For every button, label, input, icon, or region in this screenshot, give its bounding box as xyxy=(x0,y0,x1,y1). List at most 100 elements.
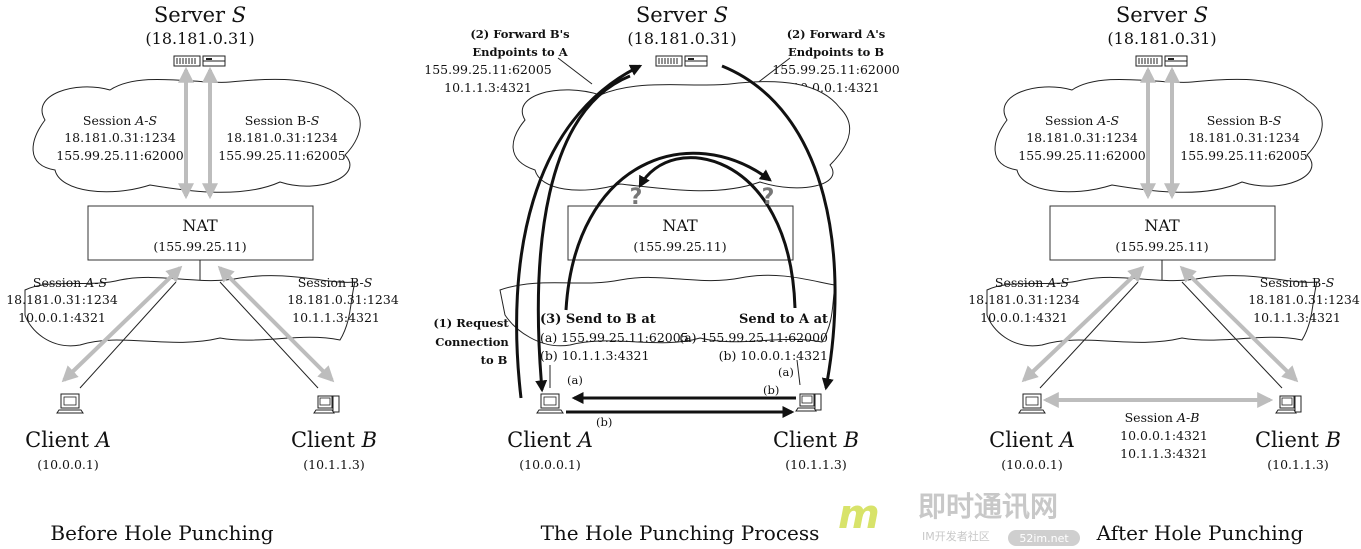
session-ab-endpoint: 10.1.1.3:4321 xyxy=(1120,446,1208,461)
watermark-badge-text: 52im.net xyxy=(1019,532,1069,545)
mark-label: (a) xyxy=(567,373,583,387)
nat-ip: (155.99.25.11) xyxy=(633,239,726,254)
forward-b-endpoint: 155.99.25.11:62005 xyxy=(424,62,551,77)
client-b-ip: (10.1.1.3) xyxy=(785,457,846,472)
send-a-title: Send to A at xyxy=(739,312,828,327)
forward-to-a-arrow xyxy=(535,74,631,393)
session-as-title: Session A-S xyxy=(83,113,157,128)
nat-title: NAT xyxy=(662,216,698,235)
lower-as-endpoint: 18.181.0.31:1234 xyxy=(6,292,118,307)
lower-bs-endpoint: 18.181.0.31:1234 xyxy=(287,292,399,307)
mark-label: (b) xyxy=(596,415,612,429)
send-a-endpoint: (b) 10.0.0.1:4321 xyxy=(719,348,828,363)
forward-b-leader xyxy=(557,57,593,85)
lower-bs-endpoint: 18.181.0.31:1234 xyxy=(1248,292,1360,307)
client-b-ip: (10.1.1.3) xyxy=(303,457,364,472)
lower-bs-endpoint: 10.1.1.3:4321 xyxy=(1253,310,1341,325)
client-a-name: Client A xyxy=(989,428,1075,452)
server-ip: (18.181.0.31) xyxy=(1107,29,1216,48)
server-title: Server S xyxy=(154,3,246,27)
client-a-computer-icon xyxy=(1018,393,1046,414)
client-a-ip: (10.0.0.1) xyxy=(519,457,580,472)
server-title: Server S xyxy=(636,3,728,27)
forward-b-label: (2) Forward B's xyxy=(470,27,569,41)
forward-b-label: Endpoints to A xyxy=(472,45,568,59)
server-icon xyxy=(655,55,708,67)
nat-ip: (155.99.25.11) xyxy=(153,239,246,254)
client-b-ip: (10.1.1.3) xyxy=(1267,457,1328,472)
server-title: Server S xyxy=(1116,3,1208,27)
panel-before: Server S (18.181.0.31) Session A-S 18.18… xyxy=(6,3,399,545)
panel-after: Server S (18.181.0.31) Session A-S 18.18… xyxy=(968,3,1360,545)
server-icon xyxy=(173,55,226,67)
lower-as-arrow xyxy=(61,265,183,383)
session-ab-title: Session A-B xyxy=(1125,410,1200,425)
client-b-computer-icon xyxy=(795,393,822,412)
nat-box xyxy=(87,205,314,261)
lower-as-endpoint: 18.181.0.31:1234 xyxy=(968,292,1080,307)
client-b-computer-icon xyxy=(1275,395,1302,414)
panel-caption: Before Hole Punching xyxy=(50,521,273,545)
upper-cloud xyxy=(512,81,851,192)
send-b-title: (3) Send to B at xyxy=(540,312,656,327)
forward-a-label: Endpoints to B xyxy=(788,45,884,59)
session-bs-endpoint: 155.99.25.11:62005 xyxy=(1180,148,1307,163)
session-bs-endpoint: 155.99.25.11:62005 xyxy=(218,148,345,163)
server-ip: (18.181.0.31) xyxy=(145,29,254,48)
lower-bs-arrow xyxy=(1179,265,1299,383)
request-label: Connection xyxy=(435,335,509,349)
forward-a-endpoint: 155.99.25.11:62000 xyxy=(772,62,900,77)
send-a-endpoint: (a) 155.99.25.11:62000 xyxy=(679,330,828,345)
session-as-endpoint: 155.99.25.11:62000 xyxy=(56,148,184,163)
client-a-computer-icon xyxy=(536,393,564,414)
send-b-endpoint: (b) 10.1.1.3:4321 xyxy=(540,348,649,363)
lower-bs-title: Session B-S xyxy=(298,275,373,290)
lower-as-title: Session A-S xyxy=(33,275,107,290)
send-b-public-arrow xyxy=(638,156,797,309)
client-a-ip: (10.0.0.1) xyxy=(37,457,98,472)
panel-caption: The Hole Punching Process xyxy=(541,521,820,545)
lower-as-arrow xyxy=(1021,265,1145,383)
client-b-name: Client B xyxy=(291,428,377,452)
send-b-endpoint: (a) 155.99.25.11:62005 xyxy=(540,330,689,345)
lower-cloud xyxy=(499,274,836,347)
panel-process: Server S (18.181.0.31) (2) Forward B's E… xyxy=(424,3,900,545)
send-a-public-arrow xyxy=(564,151,772,311)
lower-as-endpoint: 10.0.0.1:4321 xyxy=(980,310,1068,325)
lower-bs-arrow xyxy=(217,265,335,383)
panel-caption: After Hole Punching xyxy=(1096,521,1304,545)
nat-title: NAT xyxy=(1144,216,1180,235)
lower-as-title: Session A-S xyxy=(995,275,1069,290)
client-b-name: Client B xyxy=(773,428,859,452)
upper-cloud xyxy=(32,78,361,193)
watermark-subtitle: IM开发者社区 xyxy=(922,529,990,543)
watermark-badge xyxy=(1008,530,1080,546)
watermark: m 即时通讯网 IM开发者社区 52im.net xyxy=(838,490,1080,546)
upper-cloud xyxy=(994,78,1323,193)
session-bs-endpoint: 18.181.0.31:1234 xyxy=(226,130,338,145)
nat-box xyxy=(567,205,794,261)
session-as-endpoint: 18.181.0.31:1234 xyxy=(1026,130,1138,145)
watermark-title: 即时通讯网 xyxy=(918,490,1058,523)
mark-label: (b) xyxy=(763,383,779,397)
forward-a-label: (2) Forward A's xyxy=(787,27,886,41)
server-icon xyxy=(1135,55,1188,67)
forward-to-b-arrow xyxy=(721,64,837,391)
client-a-ip: (10.0.0.1) xyxy=(1001,457,1062,472)
client-a-computer-icon xyxy=(56,393,84,414)
request-label: (1) Request xyxy=(433,316,509,330)
mark-leader xyxy=(796,359,801,386)
session-as-title: Session A-S xyxy=(1045,113,1119,128)
nat-title: NAT xyxy=(182,216,218,235)
session-ab-endpoint: 10.0.0.1:4321 xyxy=(1120,428,1208,443)
lower-bs-title: Session B-S xyxy=(1260,275,1335,290)
session-as-endpoint: 18.181.0.31:1234 xyxy=(64,130,176,145)
client-a-name: Client A xyxy=(507,428,593,452)
session-bs-endpoint: 18.181.0.31:1234 xyxy=(1188,130,1300,145)
session-bs-title: Session B-S xyxy=(1207,113,1282,128)
forward-a-leader xyxy=(755,57,791,85)
question-mark: ? xyxy=(630,185,643,210)
forward-b-endpoint: 10.1.1.3:4321 xyxy=(444,80,532,95)
request-connection-arrow xyxy=(515,64,643,399)
